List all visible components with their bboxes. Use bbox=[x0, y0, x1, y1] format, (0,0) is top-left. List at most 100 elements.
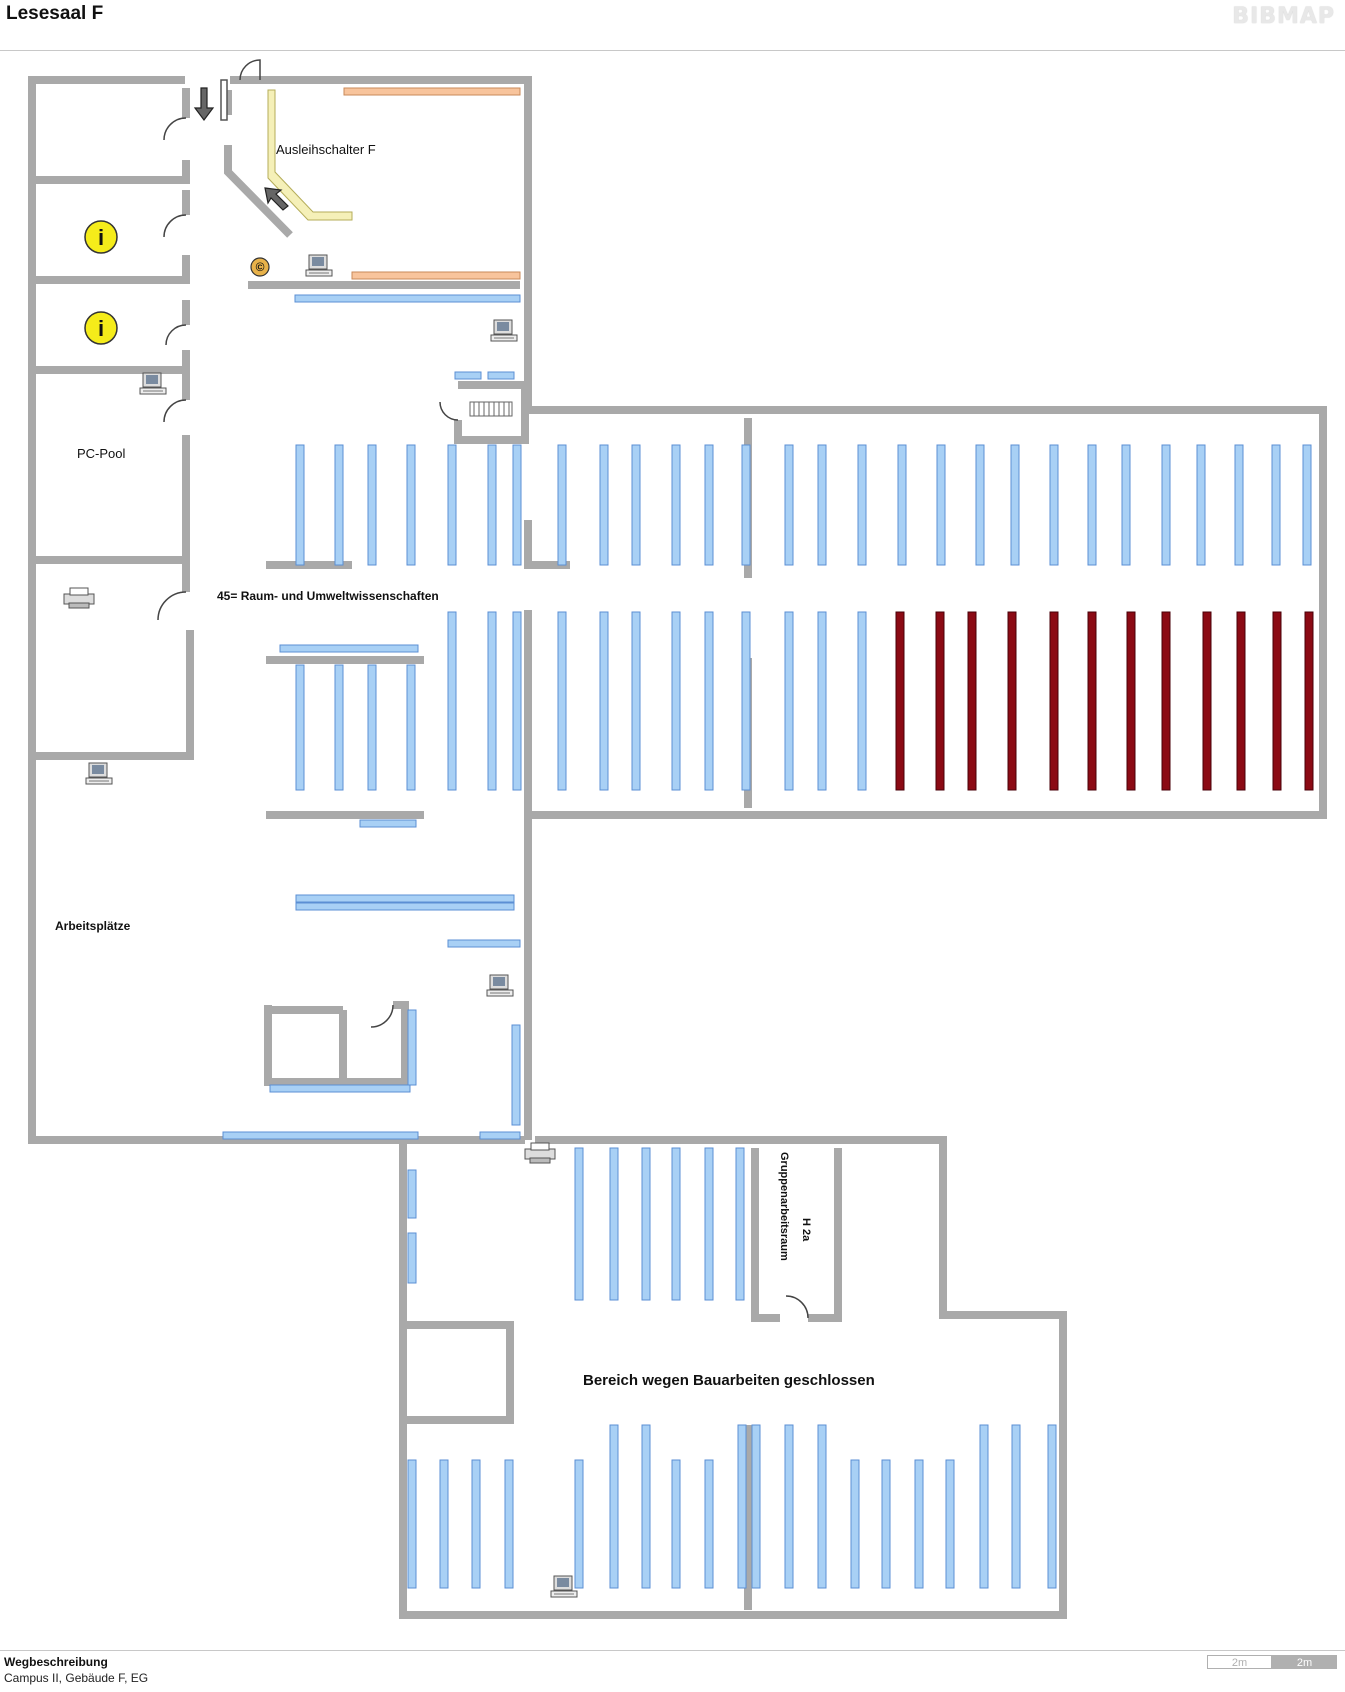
shelf bbox=[671, 611, 681, 791]
shelf-highlighted bbox=[1202, 611, 1212, 791]
shelf bbox=[751, 1424, 761, 1589]
svg-text:©: © bbox=[256, 260, 265, 274]
shelf bbox=[367, 444, 377, 566]
shelf bbox=[1271, 444, 1281, 566]
stairs-icon bbox=[469, 401, 513, 417]
shelf bbox=[487, 371, 515, 380]
bibmap-logo: BIBMAP bbox=[1232, 4, 1335, 29]
shelf bbox=[671, 1459, 681, 1589]
printer-icon[interactable] bbox=[524, 1142, 556, 1164]
header-bar: Lesesaal F BIBMAP bbox=[0, 0, 1345, 51]
shelf bbox=[294, 294, 521, 303]
shelf bbox=[704, 1459, 714, 1589]
shelf bbox=[512, 611, 522, 791]
shelf bbox=[279, 644, 419, 653]
computer-icon[interactable] bbox=[85, 762, 113, 785]
shelf bbox=[439, 1459, 449, 1589]
shelf bbox=[406, 444, 416, 566]
shelf bbox=[487, 611, 497, 791]
scale-segment-right: 2m bbox=[1272, 1655, 1337, 1669]
shelves bbox=[222, 294, 1314, 1589]
shelf bbox=[471, 1459, 481, 1589]
shelf bbox=[511, 1024, 521, 1126]
direction-arrow-icon bbox=[193, 87, 289, 211]
shelf bbox=[512, 444, 522, 566]
shelf bbox=[269, 1084, 411, 1093]
shelf bbox=[631, 611, 641, 791]
shelf bbox=[641, 1147, 651, 1301]
shelf bbox=[1196, 444, 1206, 566]
shelf bbox=[1011, 1424, 1021, 1589]
shelf bbox=[1234, 444, 1244, 566]
label-group-room: Gruppenarbeitsraum bbox=[778, 1152, 790, 1261]
label-subject-area: 45= Raum- und Umweltwissenschaften bbox=[217, 589, 439, 603]
scale-bar: 2m 2m bbox=[1207, 1655, 1337, 1669]
shelf bbox=[704, 1147, 714, 1301]
shelf bbox=[1047, 1424, 1057, 1589]
shelf-highlighted bbox=[1161, 611, 1171, 791]
footer-bar: Wegbeschreibung Campus II, Gebäude F, EG… bbox=[0, 1650, 1345, 1692]
shelf bbox=[406, 664, 416, 791]
shelf bbox=[741, 611, 751, 791]
shelf bbox=[817, 611, 827, 791]
computer-icon[interactable] bbox=[550, 1575, 578, 1598]
shelf bbox=[784, 611, 794, 791]
shelf-highlighted bbox=[1049, 611, 1059, 791]
shelf bbox=[557, 611, 567, 791]
info-icon[interactable] bbox=[84, 220, 118, 254]
shelf bbox=[1161, 444, 1171, 566]
printer-icon[interactable] bbox=[63, 587, 95, 609]
shelf bbox=[737, 1424, 747, 1589]
shelf bbox=[295, 902, 515, 911]
shelf bbox=[574, 1147, 584, 1301]
shelf-highlighted bbox=[967, 611, 977, 791]
route-location: Campus II, Gebäude F, EG bbox=[4, 1671, 149, 1685]
shelf-highlighted bbox=[1087, 611, 1097, 791]
shelf bbox=[557, 444, 567, 566]
shelf bbox=[334, 664, 344, 791]
shelf bbox=[479, 1131, 521, 1140]
copy-service-icon[interactable]: © bbox=[250, 257, 270, 277]
shelf bbox=[407, 1169, 417, 1219]
shelf bbox=[914, 1459, 924, 1589]
shelf bbox=[704, 611, 714, 791]
shelf-highlighted bbox=[895, 611, 905, 791]
shelf-highlighted bbox=[1126, 611, 1136, 791]
shelf bbox=[599, 444, 609, 566]
shelf bbox=[784, 1424, 794, 1589]
shelf bbox=[407, 1232, 417, 1284]
shelf bbox=[599, 611, 609, 791]
shelf bbox=[1087, 444, 1097, 566]
page-title: Lesesaal F bbox=[6, 3, 104, 24]
shelf bbox=[641, 1424, 651, 1589]
shelf bbox=[447, 611, 457, 791]
shelf-highlighted bbox=[935, 611, 945, 791]
shelf bbox=[671, 1147, 681, 1301]
computer-icon[interactable] bbox=[490, 319, 518, 342]
shelf bbox=[295, 894, 515, 903]
computer-icon[interactable] bbox=[305, 254, 333, 277]
scale-segment-left: 2m bbox=[1207, 1655, 1272, 1669]
info-icon[interactable] bbox=[84, 311, 118, 345]
route-title[interactable]: Wegbeschreibung bbox=[4, 1655, 108, 1669]
shelf bbox=[222, 1131, 419, 1140]
computer-icon[interactable] bbox=[139, 372, 167, 395]
shelf bbox=[671, 444, 681, 566]
shelf bbox=[574, 1459, 584, 1589]
shelf-highlighted bbox=[1007, 611, 1017, 791]
shelf bbox=[407, 1009, 417, 1086]
label-closed-area: Bereich wegen Bauarbeiten geschlossen bbox=[583, 1372, 875, 1389]
shelf bbox=[631, 444, 641, 566]
shelf bbox=[784, 444, 794, 566]
doors bbox=[157, 59, 809, 1319]
shelf bbox=[407, 1459, 417, 1589]
shelf bbox=[447, 939, 521, 948]
shelf bbox=[850, 1459, 860, 1589]
shelf bbox=[359, 819, 417, 828]
shelf bbox=[975, 444, 985, 566]
computer-icon[interactable] bbox=[486, 974, 514, 997]
shelf bbox=[817, 444, 827, 566]
shelf bbox=[1121, 444, 1131, 566]
floor-map[interactable]: i bbox=[0, 50, 1345, 1650]
shelf bbox=[609, 1147, 619, 1301]
